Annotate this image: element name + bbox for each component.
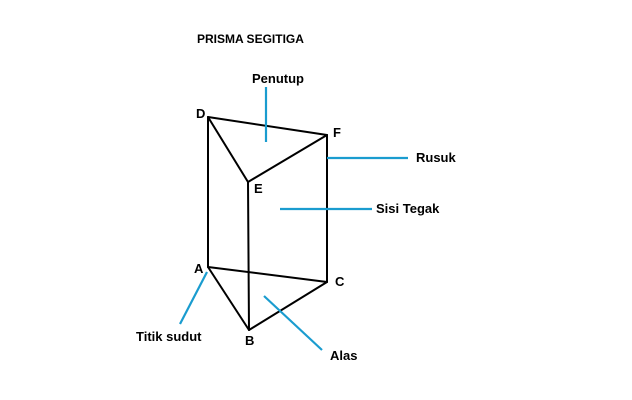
edge-BE xyxy=(247,181,250,331)
edge-DE xyxy=(207,116,249,183)
pointer-lines xyxy=(179,87,408,351)
edge-DF xyxy=(207,116,328,136)
edge-BC xyxy=(248,281,328,331)
vertex-label-D: D xyxy=(196,106,205,121)
edge-EF xyxy=(247,134,328,183)
pointer-alas xyxy=(263,295,323,351)
pointer-titik-sudut xyxy=(179,271,208,325)
vertex-label-A: A xyxy=(194,261,204,276)
label-alas: Alas xyxy=(330,348,357,363)
label-penutup: Penutup xyxy=(252,71,304,86)
edge-AB xyxy=(207,266,250,331)
edge-AC xyxy=(207,266,328,283)
vertex-label-E: E xyxy=(254,181,263,196)
vertex-label-F: F xyxy=(333,125,341,140)
vertex-label-B: B xyxy=(245,333,254,348)
label-titik-sudut: Titik sudut xyxy=(136,329,202,344)
diagram-title: PRISMA SEGITIGA xyxy=(197,32,304,46)
label-rusuk: Rusuk xyxy=(416,150,457,165)
label-sisi-tegak: Sisi Tegak xyxy=(376,201,440,216)
vertex-label-C: C xyxy=(335,274,345,289)
